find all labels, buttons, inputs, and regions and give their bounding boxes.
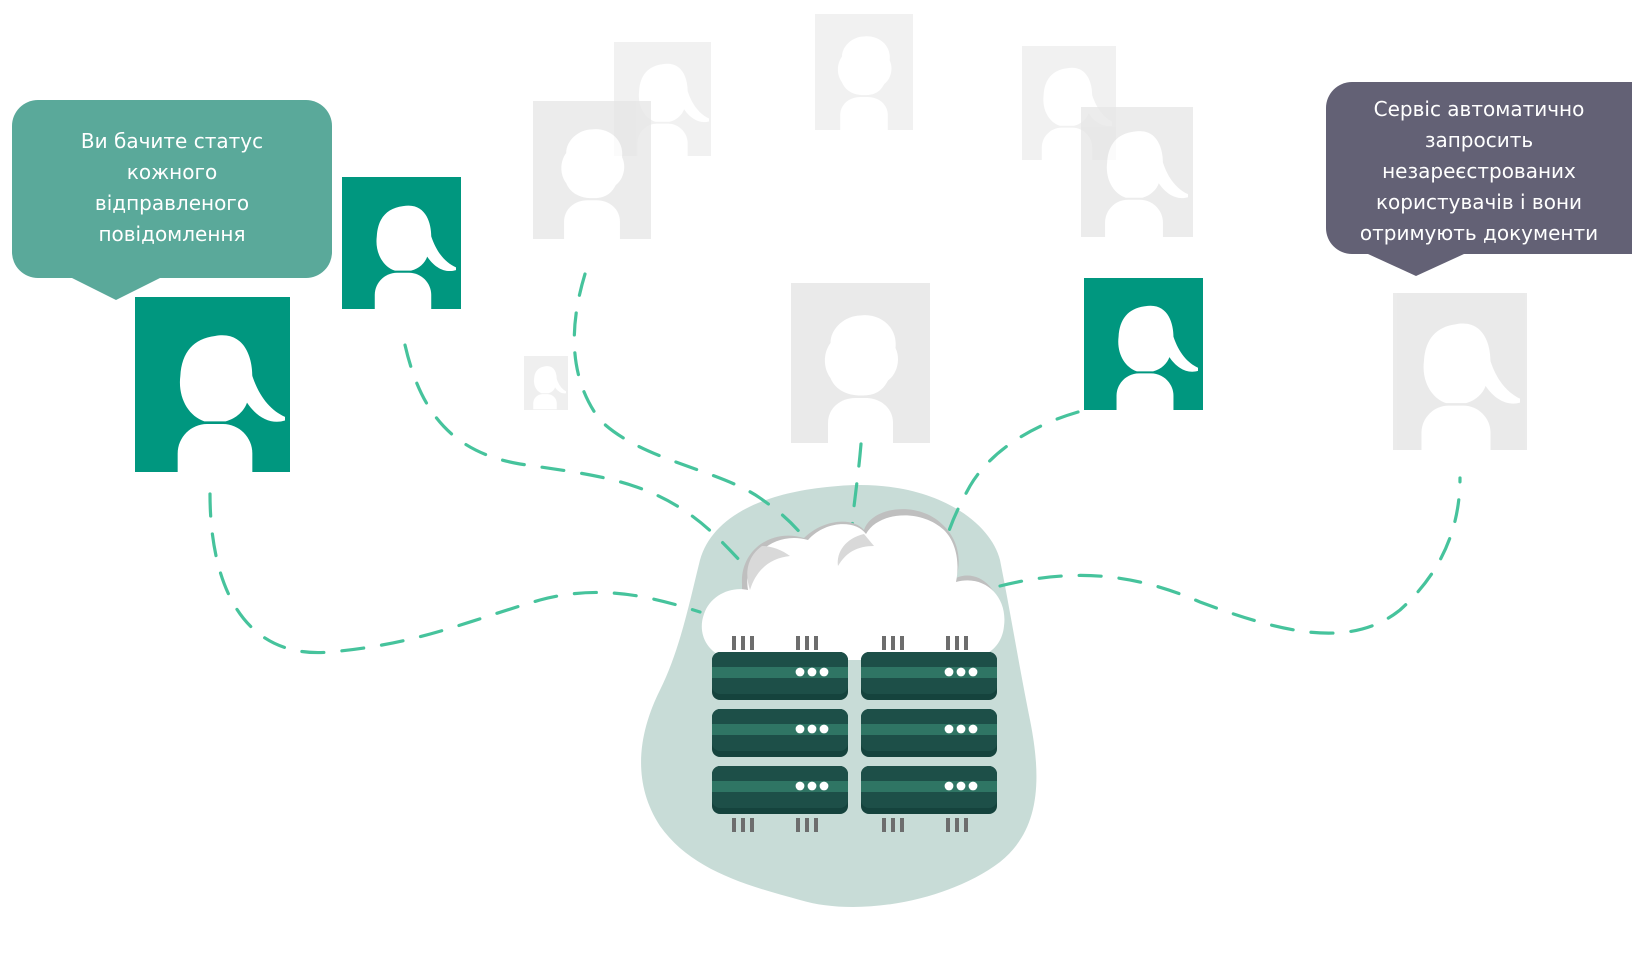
status-callout-line: відправленого [94,191,250,215]
status-callout-line: Ви бачите статус [80,129,264,153]
invite-callout-line: користувачів і вони [1375,190,1583,214]
connection-lines [208,272,1462,655]
invite-callout-line: незареєстрованих [1382,159,1576,183]
connection-line [850,442,863,530]
connection-line [998,476,1462,635]
connection-line [208,492,702,655]
invite-callout-line: запросить [1424,128,1534,152]
user-avatar-placeholder [524,356,568,410]
inactive-user-avatars [524,14,1527,450]
status-callout-line: повідомлення [98,222,246,246]
user-avatar-active [1084,278,1203,410]
invite-callout-line: Сервіс автоматично [1373,97,1585,121]
user-avatar-active [135,297,290,472]
connection-line [944,410,1080,542]
connection-line [572,272,808,542]
cloud-icon [701,509,1005,660]
user-avatar-placeholder [1081,107,1193,237]
user-avatar-placeholder [815,14,913,130]
active-user-avatars [135,177,1203,472]
user-avatar-active [342,177,461,309]
user-avatar-placeholder [791,283,930,443]
status-callout-line: кожного [126,160,218,184]
user-avatar-placeholder [533,101,651,239]
invite-callout-line: отримують документи [1359,221,1599,245]
connection-line [403,343,758,580]
status-callout: Ви бачите статус кожного відправленого п… [12,100,332,300]
user-avatar-placeholder [1393,293,1527,450]
invite-callout: Сервіс автоматично запросить незареєстро… [1326,82,1632,276]
